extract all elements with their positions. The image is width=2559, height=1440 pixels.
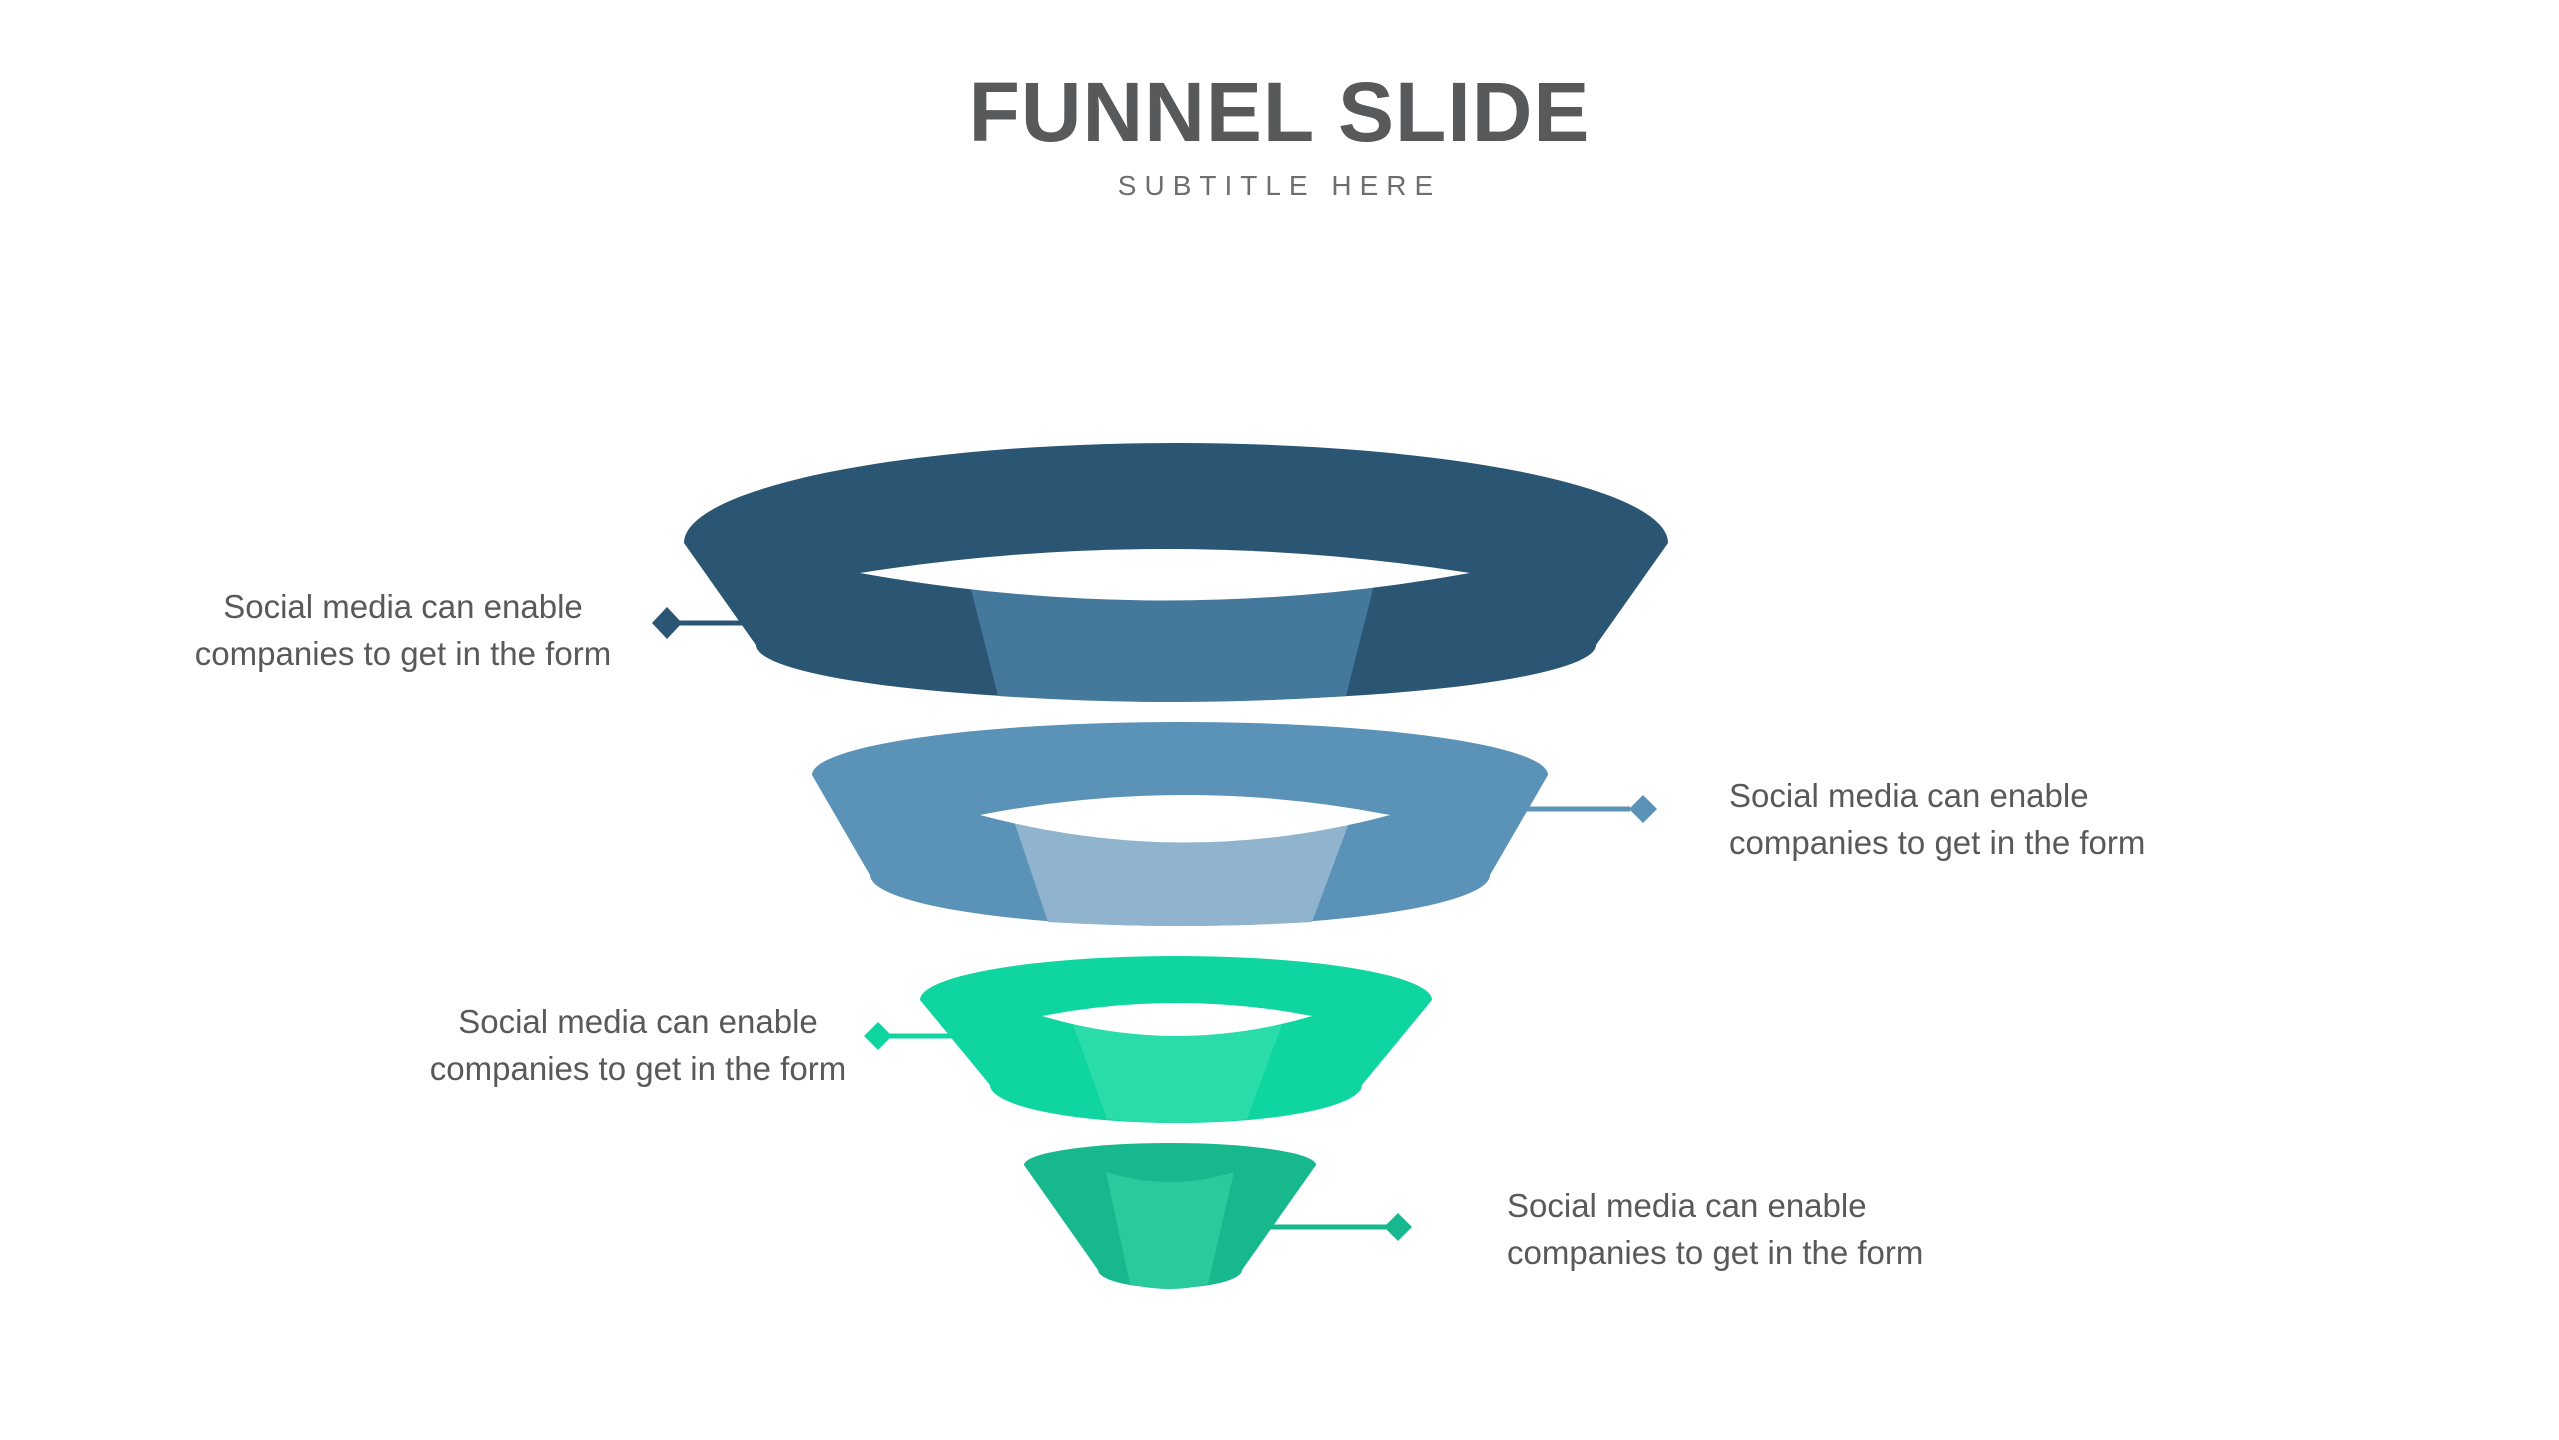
funnel-tier-2-connector-diamond xyxy=(1629,795,1657,823)
tier-1-label: Social media can enable companies to get… xyxy=(183,583,623,677)
funnel-tier-2 xyxy=(812,722,1657,926)
funnel-tier-4 xyxy=(1024,1143,1412,1289)
slide-subtitle: SUBTITLE HERE xyxy=(1117,170,1442,201)
tier-2-label-line-1: Social media can enable xyxy=(1729,777,2089,814)
tier-3-label-line-2: companies to get in the form xyxy=(429,1050,847,1087)
funnel-tier-3 xyxy=(864,956,1432,1123)
tier-4-label-line-1: Social media can enable xyxy=(1507,1187,1867,1224)
funnel-tier-1-connector-diamond xyxy=(652,607,682,639)
funnel-tier-1-hole xyxy=(860,549,1470,601)
funnel-tier-3-inner-panel xyxy=(1070,1016,1285,1123)
tier-3-label: Social media can enable companies to get… xyxy=(408,998,868,1092)
slide-title: FUNNEL SLIDE xyxy=(968,65,1591,159)
funnel-tier-4-connector-diamond xyxy=(1384,1213,1412,1241)
funnel-tier-4-inner-panel xyxy=(1106,1172,1234,1289)
funnel-tier-3-hole xyxy=(1042,1003,1312,1036)
tier-2-label: Social media can enable companies to get… xyxy=(1729,772,2199,866)
tier-2-label-line-2: companies to get in the form xyxy=(1729,824,2146,861)
funnel-tier-1-inner-panel xyxy=(967,573,1377,702)
tier-4-label-line-2: companies to get in the form xyxy=(1507,1234,1924,1271)
funnel-tier-2-hole xyxy=(980,795,1390,843)
funnel-tier-3-connector-diamond xyxy=(864,1022,892,1050)
tier-4-label: Social media can enable companies to get… xyxy=(1507,1182,1977,1276)
funnel-tier-2-inner-panel xyxy=(1012,815,1352,926)
funnel-tier-1 xyxy=(652,443,1668,702)
tier-1-label-line-2: companies to get in the form xyxy=(194,635,612,672)
tier-1-label-line-1: Social media can enable xyxy=(223,588,583,625)
tier-3-label-line-1: Social media can enable xyxy=(458,1003,818,1040)
